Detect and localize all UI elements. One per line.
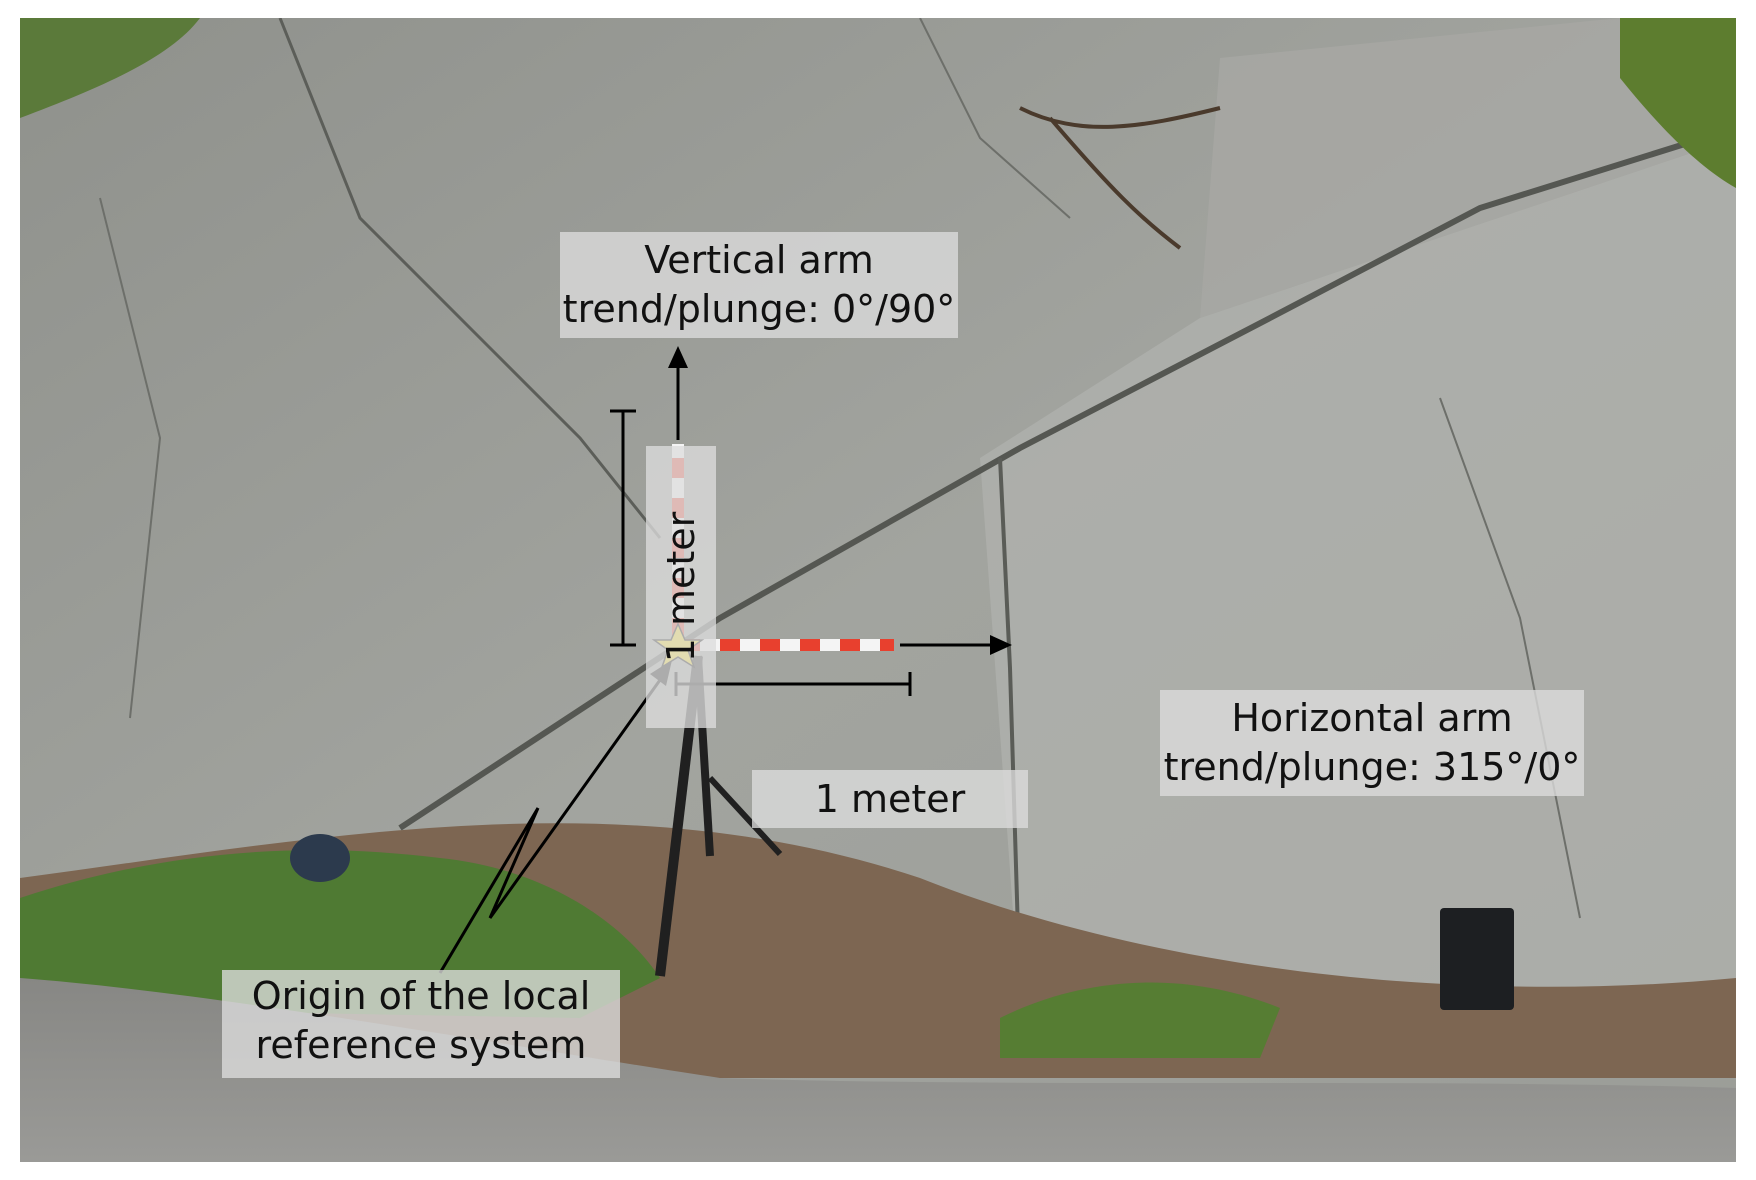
vegetation-base	[1000, 982, 1280, 1058]
vegetation-top-right	[1620, 18, 1736, 188]
rock-fracture	[1439, 397, 1581, 919]
vertical-arm-title: Vertical arm	[644, 238, 874, 282]
horizontal-arm-title: Horizontal arm	[1231, 696, 1513, 740]
origin-pointer	[438, 672, 667, 974]
backpack	[290, 834, 350, 882]
vertical-arm-orientation: trend/plunge: 0°/90°	[562, 286, 956, 331]
vertical-arm-label: Vertical arm trend/plunge: 0°/90°	[560, 232, 958, 338]
vertical-scale-text: 1 meter	[659, 511, 703, 663]
vertical-scale-bar	[610, 409, 636, 647]
vertical-arm-arrowhead	[668, 346, 688, 368]
vegetation-top-left	[20, 18, 200, 118]
origin-label-line2: reference system	[255, 1022, 587, 1067]
horizontal-scale-text: 1 meter	[814, 777, 966, 821]
origin-label-line1: Origin of the local	[251, 974, 591, 1018]
rock-fracture	[99, 197, 162, 719]
horizontal-scale-label: 1 meter	[752, 770, 1028, 828]
rock-fracture	[998, 457, 1022, 999]
rock-block-right	[980, 138, 1736, 1018]
horizontal-rod	[684, 639, 894, 651]
clipboard	[1440, 908, 1514, 1010]
horizontal-arm-orientation: trend/plunge: 315°/0°	[1163, 744, 1581, 789]
rock-fracture	[278, 18, 662, 539]
rock-fracture	[919, 18, 1071, 219]
road	[20, 978, 1736, 1162]
origin-label: Origin of the local reference system	[222, 970, 620, 1078]
horizontal-arm-label: Horizontal arm trend/plunge: 315°/0°	[1160, 690, 1584, 796]
horizontal-arm-arrowhead	[990, 635, 1012, 655]
tree-roots	[1019, 106, 1221, 250]
rock-block-upper-right	[1200, 18, 1736, 318]
vertical-scale-label: 1 meter	[646, 446, 716, 728]
